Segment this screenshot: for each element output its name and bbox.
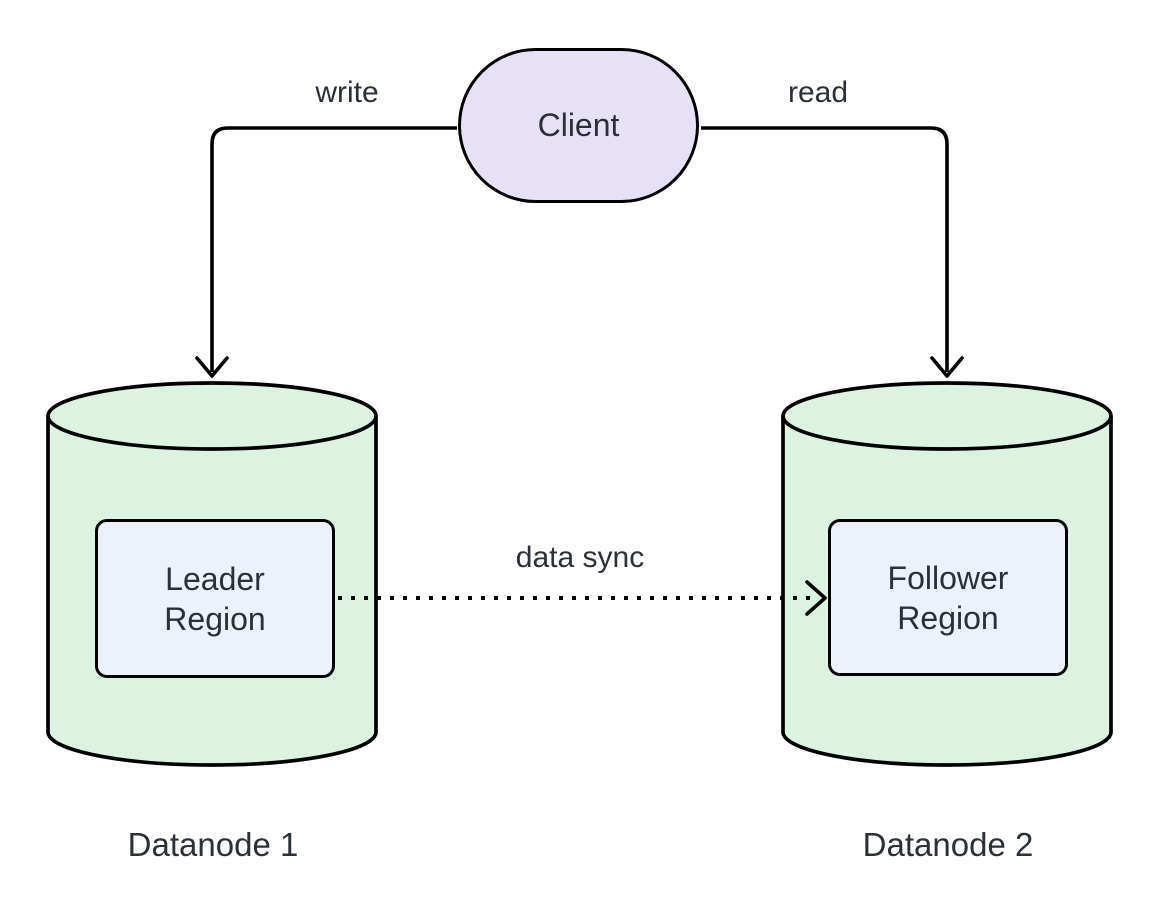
read-arrowhead-icon <box>930 356 964 378</box>
datanode2-caption: Datanode 2 <box>858 826 1038 864</box>
write-arrowhead-icon <box>195 356 229 378</box>
client-node-label: Client <box>537 107 620 143</box>
datanode2-cylinder-rim <box>781 415 1113 451</box>
leader-region-label: Leader Region <box>164 560 266 637</box>
read-edge-line <box>701 126 949 372</box>
read-edge-label: read <box>783 76 853 110</box>
follower-region-box: Follower Region <box>828 519 1068 676</box>
leader-region-box: Leader Region <box>95 519 335 678</box>
write-edge-line <box>210 126 457 372</box>
data-sync-edge-label: data sync <box>511 541 649 575</box>
follower-region-label: Follower Region <box>887 559 1009 636</box>
data-sync-arrowhead-icon <box>805 580 827 616</box>
write-edge-label: write <box>311 76 383 110</box>
client-node: Client <box>458 48 699 203</box>
datanode1-caption: Datanode 1 <box>123 826 303 864</box>
datanode1-cylinder-rim <box>46 415 378 451</box>
